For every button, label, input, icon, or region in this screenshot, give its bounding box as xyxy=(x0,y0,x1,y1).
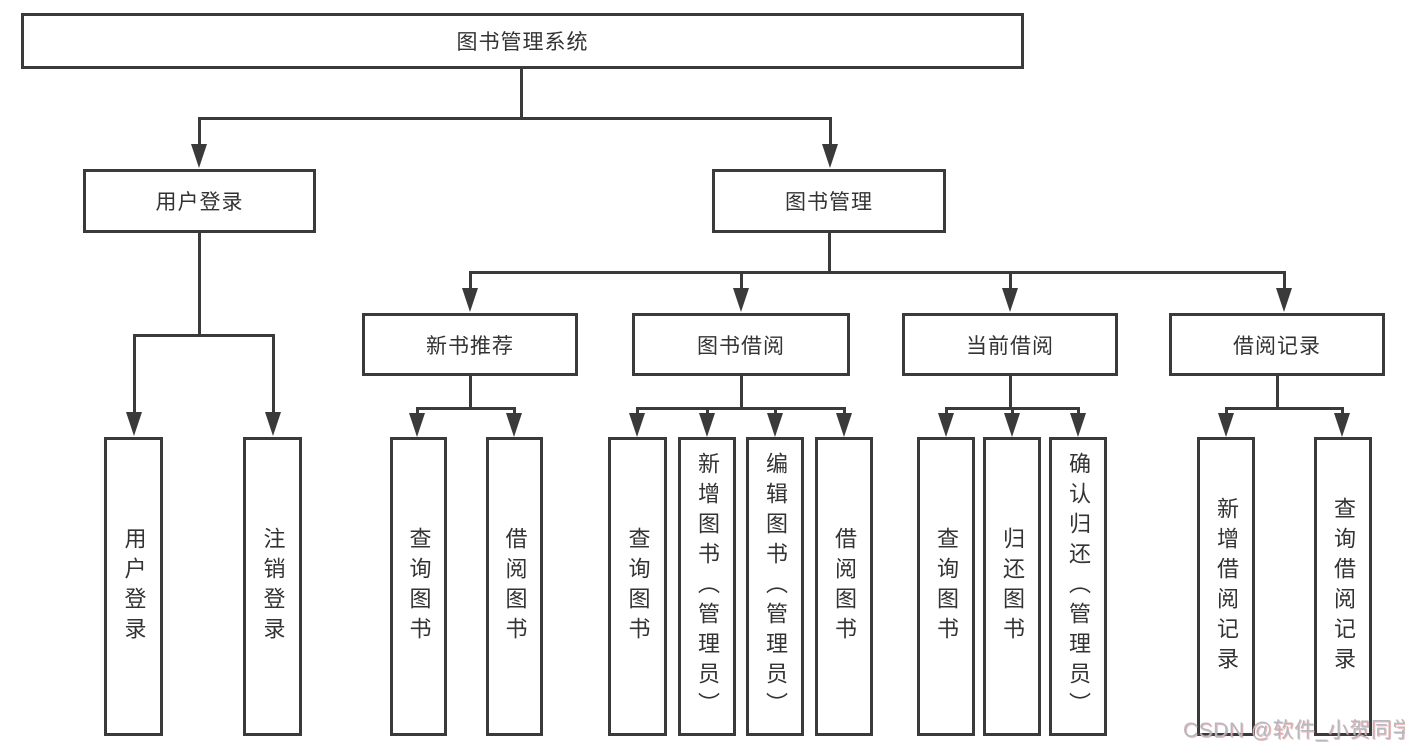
arrow-down-icon xyxy=(1070,413,1086,437)
node-book-borrowing-label: 图书借阅 xyxy=(697,334,785,358)
connector-line xyxy=(1275,376,1279,409)
connector-line xyxy=(468,270,472,289)
leaf-logout-label: 注销登录 xyxy=(260,526,286,647)
arrow-down-icon xyxy=(1218,413,1234,437)
leaf-confirm-return-admin: 确认归还（管理员） xyxy=(1049,437,1107,736)
node-new-book-recommendation: 新书推荐 xyxy=(362,313,578,376)
arrow-down-icon xyxy=(1002,288,1018,312)
leaf-confirm-return-admin-label: 确认归还（管理员） xyxy=(1066,451,1091,722)
node-user-login: 用户登录 xyxy=(83,169,316,233)
leaf-query-books-recommend-label: 查询图书 xyxy=(406,526,432,647)
arrow-down-icon xyxy=(836,413,852,437)
leaf-query-books-current-label: 查询图书 xyxy=(934,526,959,647)
connector-line xyxy=(828,116,832,145)
connector-line xyxy=(635,406,639,415)
arrow-down-icon xyxy=(409,413,425,437)
leaf-borrow-books-borrowing-label: 借阅图书 xyxy=(832,526,857,647)
node-user-login-label: 用户登录 xyxy=(155,191,244,214)
connector-line xyxy=(842,406,846,415)
leaf-edit-book-admin-label: 编辑图书（管理员） xyxy=(763,451,788,722)
connector-line xyxy=(1224,406,1344,410)
connector-line xyxy=(739,376,743,409)
arrow-down-icon xyxy=(265,412,281,436)
connector-line xyxy=(132,333,136,413)
watermark: CSDN @软件_小贺同学 xyxy=(1183,719,1405,742)
arrow-down-icon xyxy=(938,413,954,437)
connector-line xyxy=(827,233,831,272)
connector-line xyxy=(519,69,523,118)
arrow-down-icon xyxy=(629,413,645,437)
leaf-add-borrow-record-label: 新增借阅记录 xyxy=(1214,496,1239,677)
connector-line xyxy=(1010,406,1014,415)
node-book-management: 图书管理 xyxy=(712,169,946,233)
leaf-user-login: 用户登录 xyxy=(104,437,163,736)
node-borrowing-records-label: 借阅记录 xyxy=(1233,334,1321,358)
arrow-down-icon xyxy=(462,288,478,312)
leaf-user-login-label: 用户登录 xyxy=(121,526,147,647)
connector-line xyxy=(635,406,846,410)
node-library-system-label: 图书管理系统 xyxy=(456,31,589,54)
connector-line xyxy=(512,406,516,415)
leaf-add-book-admin: 新增图书（管理员） xyxy=(678,437,736,736)
connector-line xyxy=(197,116,201,145)
node-library-system: 图书管理系统 xyxy=(21,13,1024,69)
arrow-down-icon xyxy=(1334,413,1350,437)
connector-line xyxy=(1008,376,1012,409)
leaf-borrow-books-recommend: 借阅图书 xyxy=(486,437,543,736)
leaf-query-books-recommend: 查询图书 xyxy=(390,437,447,736)
arrow-down-icon xyxy=(767,413,783,437)
connector-line xyxy=(468,376,472,409)
connector-line xyxy=(415,406,516,410)
leaf-return-books-label: 归还图书 xyxy=(1000,526,1025,647)
connector-line xyxy=(1008,270,1012,289)
arrow-down-icon xyxy=(699,413,715,437)
node-borrowing-records: 借阅记录 xyxy=(1169,313,1385,376)
arrow-down-icon xyxy=(126,412,142,436)
arrow-down-icon xyxy=(733,288,749,312)
arrow-down-icon xyxy=(1276,288,1292,312)
connector-line xyxy=(773,406,777,415)
connector-line xyxy=(132,333,275,337)
leaf-query-books-borrowing-label: 查询图书 xyxy=(625,526,651,647)
connector-line xyxy=(197,233,201,336)
leaf-edit-book-admin: 编辑图书（管理员） xyxy=(746,437,804,736)
arrow-down-icon xyxy=(1004,413,1020,437)
leaf-borrow-books-borrowing: 借阅图书 xyxy=(815,437,873,736)
arrow-down-icon xyxy=(822,144,838,168)
connector-line xyxy=(271,333,275,413)
arrow-down-icon xyxy=(191,144,207,168)
connector-line xyxy=(1282,270,1286,289)
connector-line xyxy=(1340,406,1344,415)
leaf-borrow-books-recommend-label: 借阅图书 xyxy=(502,526,528,647)
node-book-borrowing: 图书借阅 xyxy=(632,313,850,376)
connector-line xyxy=(1076,406,1080,415)
connector-line xyxy=(739,270,743,289)
node-current-borrowing-label: 当前借阅 xyxy=(966,334,1054,358)
leaf-query-borrow-record-label: 查询借阅记录 xyxy=(1331,496,1356,677)
connector-line xyxy=(705,406,709,415)
connector-line xyxy=(197,116,832,120)
node-current-borrowing: 当前借阅 xyxy=(902,313,1118,376)
connector-line xyxy=(415,406,419,415)
leaf-query-books-current: 查询图书 xyxy=(917,437,975,736)
node-book-management-label: 图书管理 xyxy=(785,191,873,214)
leaf-logout: 注销登录 xyxy=(243,437,302,736)
leaf-query-books-borrowing: 查询图书 xyxy=(608,437,667,736)
leaf-add-borrow-record: 新增借阅记录 xyxy=(1197,437,1255,736)
connector-line xyxy=(1224,406,1228,415)
leaf-add-book-admin-label: 新增图书（管理员） xyxy=(695,451,720,722)
connector-line xyxy=(944,406,948,415)
arrow-down-icon xyxy=(506,413,522,437)
connector-line xyxy=(468,270,1286,274)
leaf-return-books: 归还图书 xyxy=(983,437,1041,736)
leaf-query-borrow-record: 查询借阅记录 xyxy=(1314,437,1372,736)
node-new-book-recommendation-label: 新书推荐 xyxy=(426,334,514,358)
